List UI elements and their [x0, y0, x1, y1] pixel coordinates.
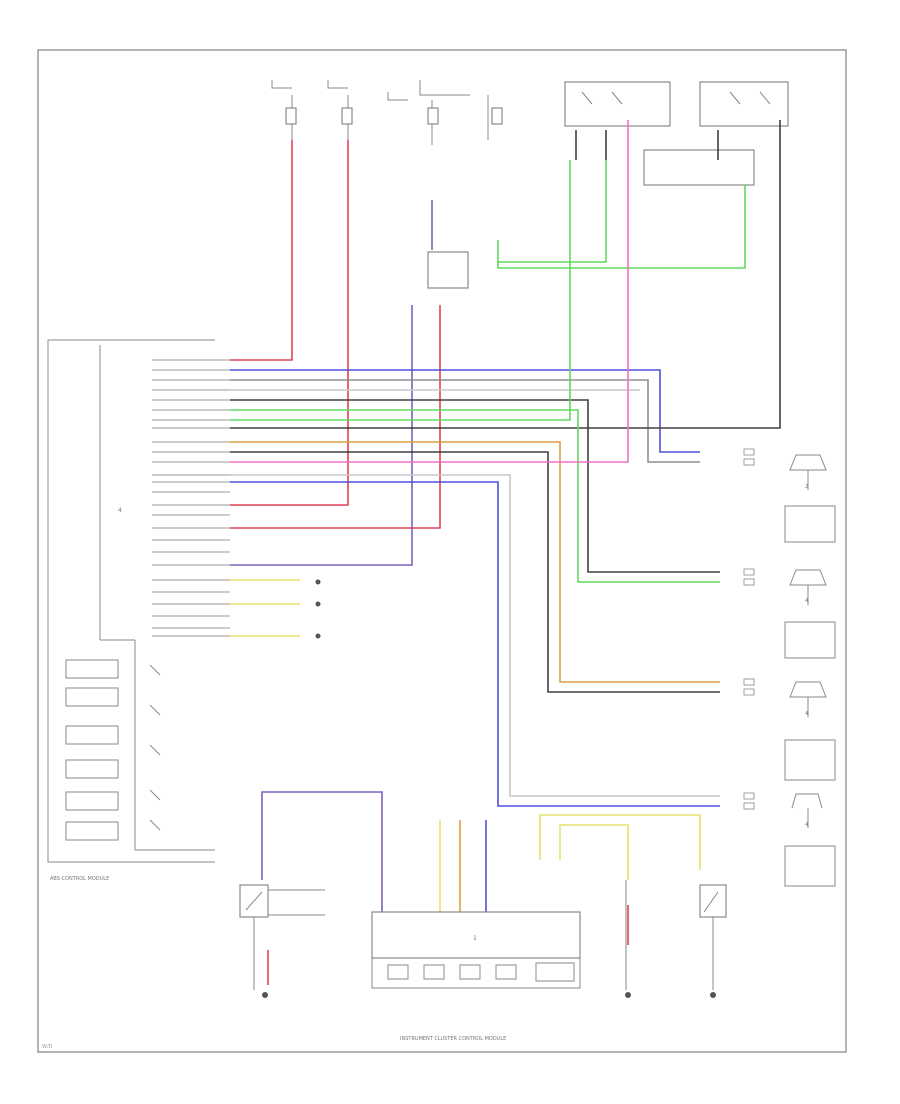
- wire-blue-2: [230, 481, 720, 807]
- wires: [230, 120, 781, 985]
- sensor-rf-mark: 4: [805, 598, 808, 604]
- wire-green-3: [497, 185, 746, 269]
- wire-gray-3: [230, 474, 720, 797]
- wire-red-2: [230, 140, 349, 506]
- connector-pin: [743, 688, 755, 696]
- sensor-rr: 4: [784, 793, 836, 887]
- splice-box: [427, 251, 469, 289]
- cluster-label: INSTRUMENT CLUSTER CONTROL MODULE: [400, 1036, 506, 1042]
- abs-pin-stubs: [152, 359, 230, 637]
- sensor-lf-mark: 2: [805, 484, 808, 490]
- wire-pink-1: [230, 120, 629, 463]
- connector-pin: [743, 678, 755, 686]
- abs-module: 4 ABS CONTROL MODULE: [47, 339, 215, 882]
- abs-internal-sensors: [65, 659, 161, 841]
- wire-black-1: [230, 399, 720, 573]
- cluster-center-mark: 1: [473, 935, 477, 942]
- wire-green-2: [230, 160, 571, 421]
- brake-switch: [239, 884, 325, 990]
- wire-green-1: [230, 409, 720, 583]
- wire-gray-1: [230, 379, 700, 463]
- wire-black-2: [230, 120, 781, 429]
- instrument-cluster: 1 INSTRUMENT CLUSTER CONTROL MODULE: [371, 911, 581, 1042]
- connector-pin: [743, 792, 755, 800]
- connector-pin: [743, 802, 755, 810]
- sensor-lf: 2: [784, 454, 836, 543]
- fuse-group-left: [271, 80, 353, 140]
- sensor-rr-mark: 4: [805, 822, 808, 828]
- connector-pin: [743, 448, 755, 456]
- wire-yellow-5: [559, 824, 629, 880]
- brake-fluid-switch: [625, 880, 727, 990]
- sensor-lr-mark: 4: [805, 711, 808, 717]
- wire-violet-3: [261, 791, 383, 912]
- relay-box: [564, 81, 789, 127]
- abs-ground-mark: 4: [118, 507, 122, 514]
- wire-green-4: [498, 160, 607, 263]
- wire-orange-1: [230, 441, 720, 683]
- footer-code: W/D: [42, 1044, 53, 1050]
- wire-black-3: [230, 451, 720, 693]
- wire-red-1: [230, 140, 293, 361]
- wire-violet-2: [230, 305, 413, 566]
- sensor-lr: 4: [784, 681, 836, 781]
- page-frame: [37, 49, 847, 1053]
- wire-red-3: [230, 305, 441, 529]
- fuse-group-center: [387, 80, 503, 145]
- sensor-rf: 4: [784, 569, 836, 659]
- connector-pin: [743, 568, 755, 576]
- connector-pins: [743, 448, 755, 810]
- connector-pin: [743, 458, 755, 466]
- stability-module-box: [643, 149, 755, 186]
- wire-yellow-4: [539, 814, 701, 870]
- abs-module-label: ABS CONTROL MODULE: [50, 876, 109, 882]
- wire-blue-1: [230, 369, 700, 453]
- ground-symbols: [262, 579, 716, 998]
- connector-pin: [743, 578, 755, 586]
